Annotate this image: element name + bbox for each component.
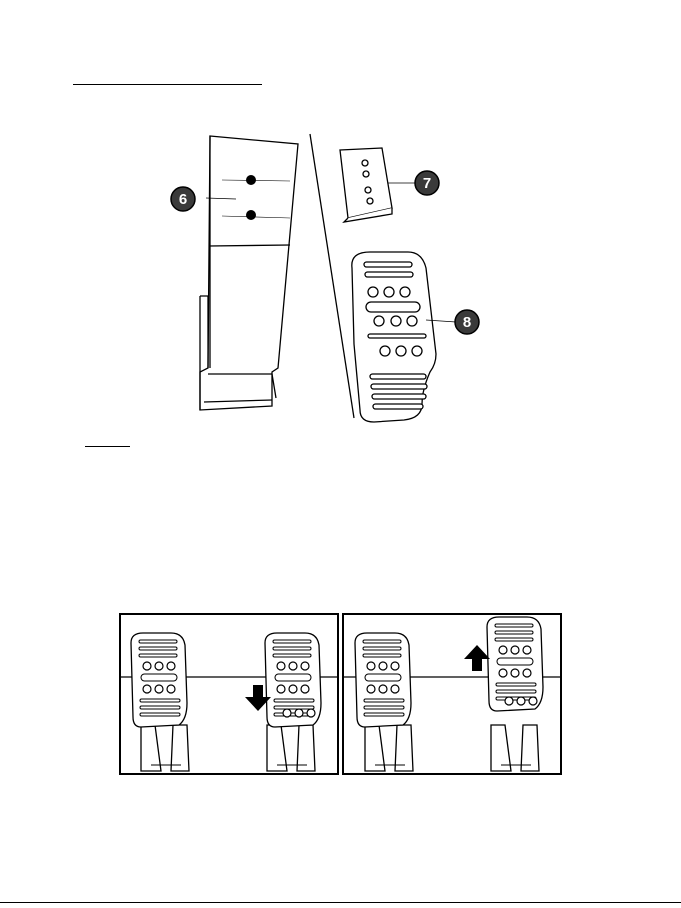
panel-higher-position bbox=[343, 614, 561, 774]
arm-hole-lower bbox=[246, 210, 256, 220]
svg-text:6: 6 bbox=[179, 191, 187, 208]
pedal-height-adjustment-illustration bbox=[119, 613, 563, 775]
note-heading-underline bbox=[85, 446, 130, 447]
section-heading-underline bbox=[73, 84, 262, 85]
metal-pedal-face bbox=[352, 252, 436, 422]
page-bottom-rule bbox=[0, 902, 681, 903]
panel-lower-position bbox=[120, 614, 338, 774]
callout-6: 6 bbox=[171, 187, 195, 211]
svg-text:7: 7 bbox=[423, 175, 431, 192]
callout-7: 7 bbox=[415, 171, 439, 195]
callout-8: 8 bbox=[455, 310, 479, 334]
pedal-parts-illustration: 6 7 8 bbox=[160, 128, 500, 432]
arm-hole-upper bbox=[246, 175, 256, 185]
heel-rest-spacer bbox=[340, 148, 392, 222]
svg-text:8: 8 bbox=[463, 314, 471, 331]
